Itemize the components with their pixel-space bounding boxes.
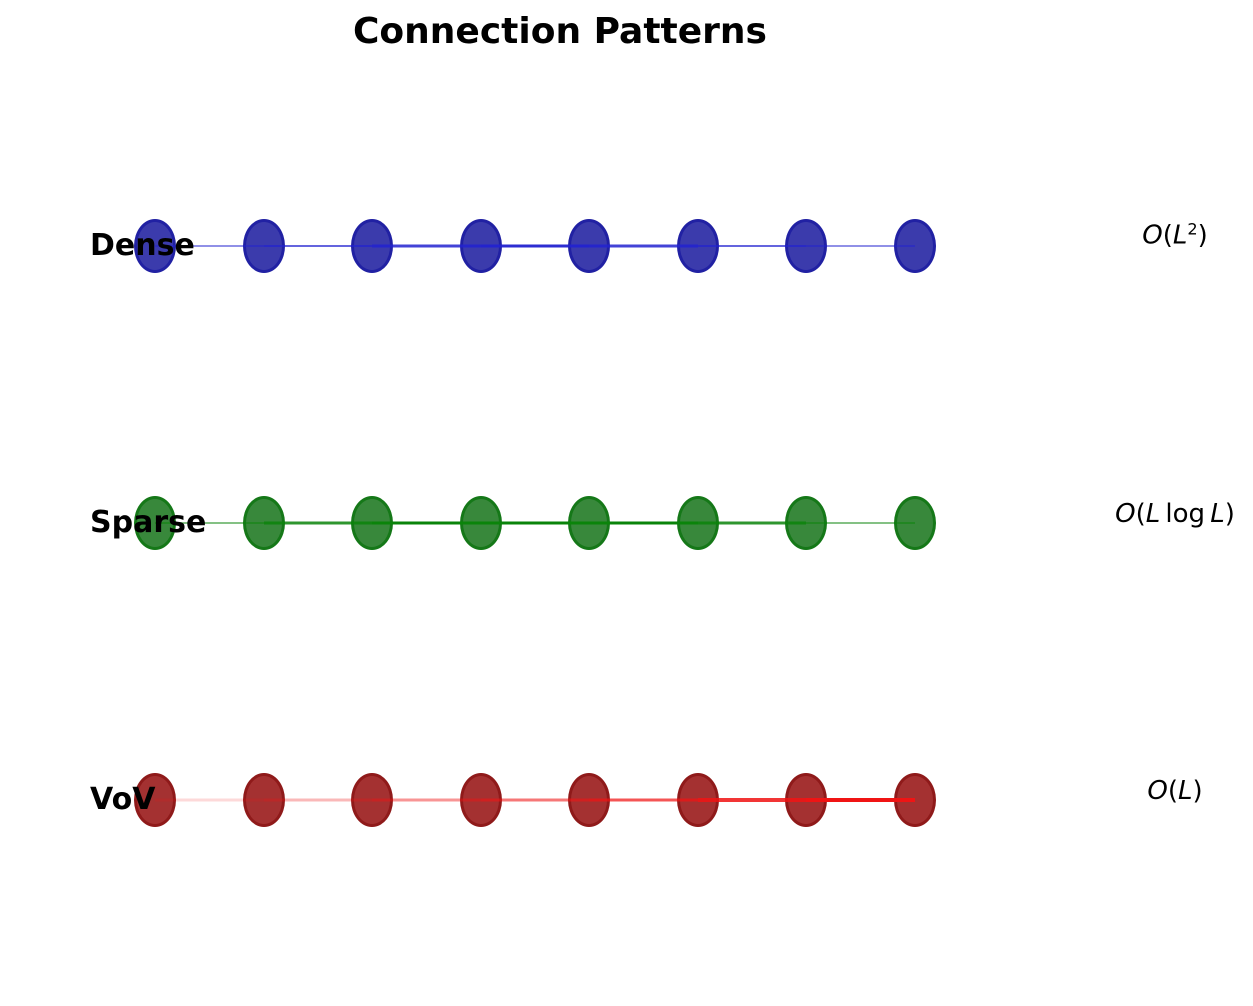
vov-connection-segment bbox=[263, 798, 372, 802]
complexity-part: L bbox=[1145, 499, 1161, 529]
vov-connection-segment bbox=[155, 798, 264, 802]
complexity-part: log bbox=[1160, 499, 1211, 529]
sparse-connection-segment bbox=[480, 521, 589, 525]
complexity-part: ( bbox=[1135, 499, 1146, 529]
dense-connection-segment bbox=[697, 245, 806, 247]
vov-connection-segment bbox=[589, 798, 698, 802]
vov-connection-segment bbox=[806, 798, 915, 802]
dense-connection-segment bbox=[263, 245, 372, 247]
sparse-row-label: Sparse bbox=[90, 504, 207, 540]
vov-node bbox=[134, 773, 176, 827]
vov-connection-segment bbox=[480, 798, 589, 802]
dense-connection-segment bbox=[372, 244, 481, 248]
dense-connection-segment bbox=[155, 245, 264, 247]
complexity-part: ( bbox=[1162, 220, 1173, 251]
complexity-part: ) bbox=[1197, 220, 1208, 251]
dense-complexity-label: O(L2) bbox=[1142, 220, 1208, 251]
complexity-part: L bbox=[1172, 220, 1188, 251]
complexity-part: ) bbox=[1224, 499, 1235, 529]
vov-node bbox=[242, 773, 285, 827]
sparse-connection-segment bbox=[589, 521, 698, 525]
dense-row-label: Dense bbox=[90, 227, 195, 263]
sparse-complexity-label: O(L log L) bbox=[1115, 499, 1235, 529]
complexity-part: L bbox=[1210, 499, 1225, 529]
complexity-part: O bbox=[1147, 776, 1168, 806]
sparse-connection-segment bbox=[372, 521, 481, 525]
complexity-part: ) bbox=[1192, 776, 1203, 806]
complexity-part: O bbox=[1142, 220, 1163, 251]
vov-connection-segment bbox=[697, 798, 806, 802]
complexity-part: 2 bbox=[1187, 219, 1198, 239]
vov-complexity-label: O(L) bbox=[1147, 776, 1202, 806]
complexity-part: L bbox=[1177, 776, 1193, 806]
sparse-connection-segment bbox=[263, 521, 372, 525]
dense-connection-segment bbox=[806, 245, 915, 247]
vov-row-label: VoV bbox=[90, 781, 156, 817]
dense-connection-segment bbox=[480, 244, 589, 248]
complexity-part: O bbox=[1115, 499, 1136, 529]
sparse-connection-segment bbox=[697, 521, 806, 525]
vov-node bbox=[351, 773, 393, 827]
complexity-part: ( bbox=[1167, 776, 1178, 806]
sparse-connection-segment bbox=[155, 522, 264, 524]
sparse-connection-segment bbox=[806, 522, 915, 524]
dense-connection-segment bbox=[589, 244, 698, 248]
vov-connection-segment bbox=[372, 798, 481, 802]
figure-title: Connection Patterns bbox=[353, 11, 767, 52]
